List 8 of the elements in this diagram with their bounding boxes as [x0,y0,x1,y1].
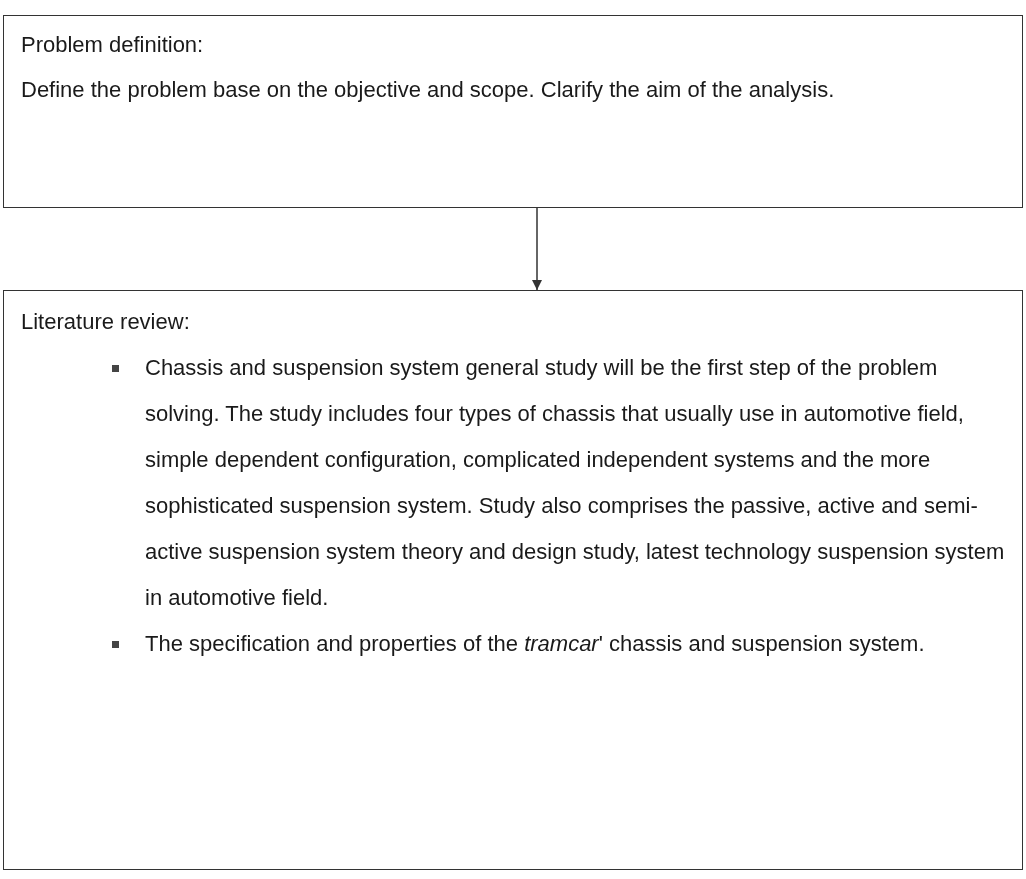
list-item-text: The specification and properties of the tramcar' chassis and suspension system. [145,630,926,658]
arrow [532,207,542,291]
box-heading: Problem definition: [21,31,205,59]
list-item-text: Chassis and suspension system general study will be the first step of the problem solving. The study includes four types of chassis that usually use in automotive field, simple dependent configuration, complicated independent systems and the more sophisticated suspension system. Study also comprises the passive, active and semi-active suspension system theory and design study, latest technology suspension system in automotive field. [145,354,1006,612]
box-heading: Literature review: [21,308,191,336]
box-text: Define the problem base on the objective and scope. Clarify the aim of the analysis. [21,76,836,104]
process-box [3,15,1023,208]
process-box [3,290,1023,870]
